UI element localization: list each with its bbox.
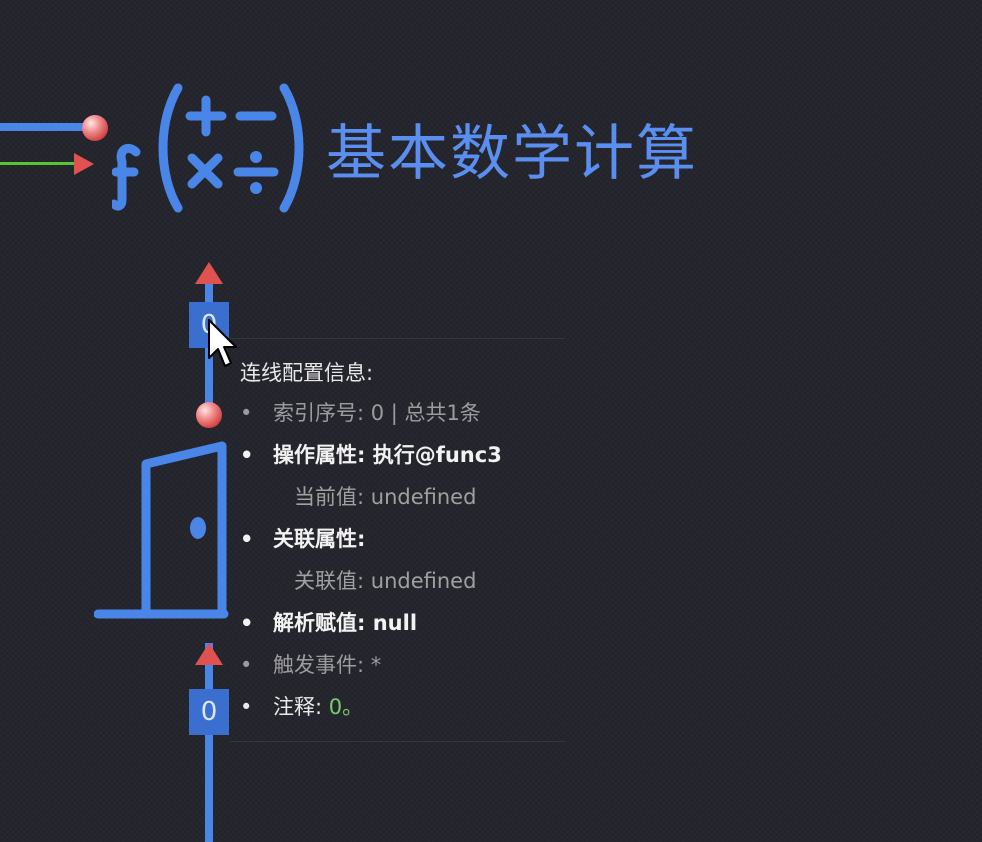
config-item-parse: • 解析赋值: null [240,607,502,649]
bullet-icon: • [240,695,253,719]
linked-value: undefined [370,569,477,593]
operation-value: 执行@func3 [372,443,502,467]
bullet-icon: • [240,527,254,551]
current-value: undefined [370,485,477,509]
parse-value: null [372,611,418,635]
event-value: * [370,653,382,677]
operation-label: 操作属性: [273,443,366,467]
bullet-icon: • [240,653,253,677]
event-label: 触发事件: [273,653,365,677]
config-item-operation: • 操作属性: 执行@func3 [240,439,502,481]
input-wire-green[interactable] [0,162,80,165]
config-item-linked-value: 关联值: undefined [240,565,502,607]
config-item-event: • 触发事件: * [240,649,502,691]
bullet-icon: • [240,401,253,425]
tooltip-heading: 连线配置信息: [240,361,374,385]
input-port-dot[interactable] [82,115,108,141]
mouse-cursor-icon [208,319,237,367]
linked-value-label: 关联值: [294,569,365,593]
input-wire-blue[interactable] [0,123,88,131]
connection-line-bottom[interactable] [205,643,213,842]
config-item-comment: • 注释: 0。 [240,691,502,733]
output-arrow-bottom[interactable] [195,643,223,665]
node-title: 基本数学计算 [326,119,698,189]
config-item-linked-prop: • 关联属性: [240,523,502,565]
connection-config-tooltip: 连线配置信息: • 索引序号: 0 | 总共1条 • 操作属性: 执行@func… [230,338,565,742]
config-list: • 索引序号: 0 | 总共1条 • 操作属性: 执行@func3 当前值: u… [240,397,502,733]
current-value-label: 当前值: [294,485,365,509]
index-value: 0 | 总共1条 [370,401,481,425]
config-item-index: • 索引序号: 0 | 总共1条 [240,397,502,439]
bullet-icon: • [240,443,254,467]
linked-prop-label: 关联属性: [273,527,366,551]
comment-label: 注释: [273,695,323,719]
input-port-arrow[interactable] [74,153,94,175]
config-item-current-value: 当前值: undefined [240,481,502,523]
math-function-icon [112,83,304,213]
output-arrow-top[interactable] [195,262,223,284]
connection-dot[interactable] [196,402,222,428]
parse-label: 解析赋值: [273,611,366,635]
index-label: 索引序号: [273,401,365,425]
door-icon [94,441,229,619]
port-index-badge-bottom[interactable]: 0 [189,689,229,735]
comment-value: 0。 [328,695,364,719]
bullet-icon: • [240,611,254,635]
